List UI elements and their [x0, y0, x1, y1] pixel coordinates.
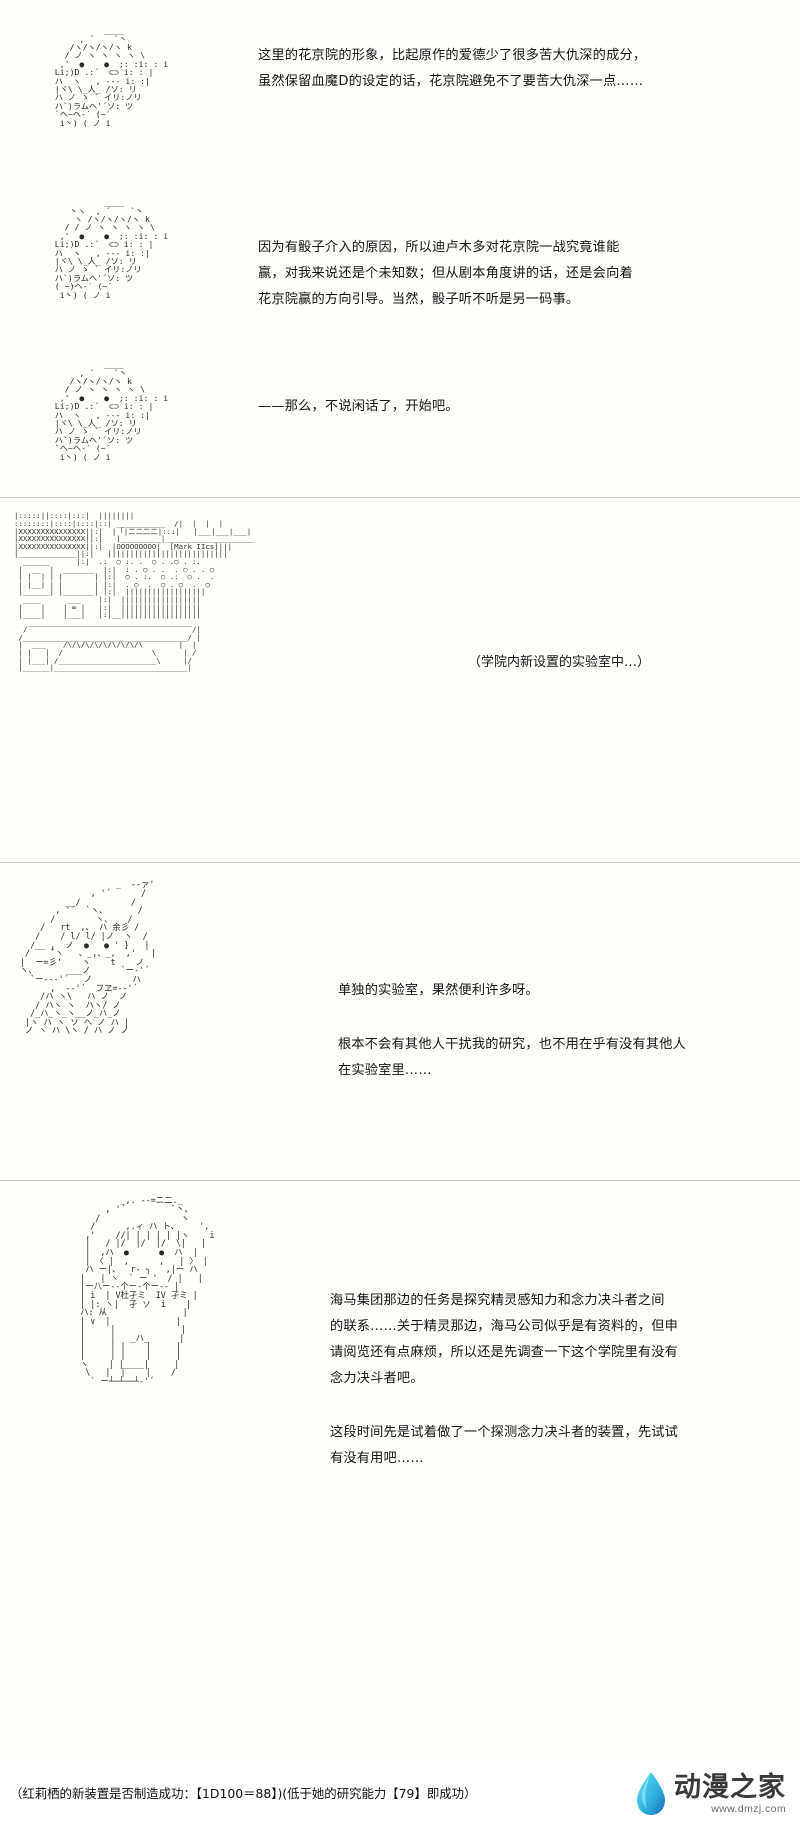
dialogue-line: 根本不会有其他人干扰我的研究，也不用在乎有没有其他人 — [338, 1037, 687, 1052]
dialogue-line: ——那么，不说闲话了，开始吧。 — [258, 399, 459, 414]
panel-3: ____ , ´ `丶 /ヽ/ヽ/ヽ/ヽ k / ノ ヽ ヽ ヽ ヽ \ ,' … — [0, 352, 800, 492]
logo-brand-name: 动漫之家 — [674, 1771, 786, 1803]
logo-text-wrap: 动漫之家 www.dmzj.com — [674, 1774, 786, 1815]
dialogue-line: 花京院赢的方向引导。当然，骰子听不听是另一码事。 — [258, 292, 580, 307]
dialogue-block-2: 因为有骰子介入的原因，所以迪卢木多对花京院一战究竟谁能 赢，对我来说还是个未知数… — [258, 235, 633, 313]
dialogue-block-1: 这里的花京院的形象，比起原作的爱德少了很多苦大仇深的成分， 虽然保留血魔D的设定… — [258, 43, 646, 95]
footer-bar: （红莉栖的新装置是否制造成功：【1D100＝88】)(低于她的研究能力【79】即… — [0, 1757, 800, 1837]
scene-caption: （学院内新设置的实验室中…） — [468, 655, 651, 670]
dialogue-line: 虽然保留血魔D的设定的话，花京院避免不了要苦大仇深一点…… — [258, 74, 644, 89]
dialogue-block-5a: 单独的实验室，果然便利许多呀。 — [338, 978, 539, 1004]
ascii-art-laboratory: |:::::||::::|:::| |||||||| ::::::::|::::… — [14, 511, 255, 673]
dialogue-line: 念力决斗者吧。 — [330, 1371, 424, 1386]
dialogue-line: 这里的花京院的形象，比起原作的爱德少了很多苦大仇深的成分， — [258, 48, 647, 63]
panel-2: ____ 丶ヽ , ´ `丶 ヽ /ヽ/ヽ/ヽ/ヽ k / / ノ ヽ ヽ ヽ … — [0, 190, 800, 340]
ascii-art-kakyoin-2: ____ 丶ヽ , ´ `丶 ヽ /ヽ/ヽ/ヽ/ヽ k / / ノ ヽ ヽ ヽ … — [54, 197, 169, 300]
dice-roll-caption: （红莉栖的新装置是否制造成功：【1D100＝88】)(低于她的研究能力【79】即… — [10, 1786, 477, 1801]
dialogue-block-3: ——那么，不说闲话了，开始吧。 — [258, 394, 459, 420]
ascii-art-kakyoin-3: ____ , ´ `丶 /ヽ/ヽ/ヽ/ヽ k / ノ ヽ ヽ ヽ ヽ \ ,' … — [54, 359, 169, 462]
panel-divider-1 — [0, 497, 800, 498]
dialogue-line: 有没有用吧…… — [330, 1451, 424, 1466]
dialogue-line: 赢，对我来说还是个未知数；但从剧本角度讲的话，还是会向着 — [258, 266, 633, 281]
ascii-art-kurisu-standing: _,. -‐=ニ二._ , '´ `丶、 / ヽ / ,.ィ ハ ト、 ', ,… — [80, 1195, 215, 1386]
dialogue-line: 单独的实验室，果然便利许多呀。 — [338, 983, 539, 998]
logo-url: www.dmzj.com — [711, 1802, 786, 1815]
site-logo[interactable]: 动漫之家 www.dmzj.com — [634, 1771, 786, 1817]
dialogue-line: 海马集团那边的任务是探究精灵感知力和念力决斗者之间 — [330, 1293, 665, 1308]
dialogue-line: 在实验室里…… — [338, 1063, 432, 1078]
dialogue-line: 的联系……关于精灵那边，海马公司似乎是有资料的，但申 — [330, 1319, 679, 1334]
panel-5: _ -‐ァ' , '´ / __/ / , '´ `ヽ、 / / ヽ、 / / … — [0, 872, 800, 1172]
dialogue-block-6a: 海马集团那边的任务是探究精灵感知力和念力决斗者之间 的联系……关于精灵那边，海马… — [330, 1288, 678, 1392]
dialogue-line: 因为有骰子介入的原因，所以迪卢木多对花京院一战究竟谁能 — [258, 240, 620, 255]
panel-divider-2 — [0, 862, 800, 863]
water-drop-icon — [634, 1771, 668, 1817]
dialogue-line: 这段时间先是试着做了一个探测念力决斗者的装置，先试试 — [330, 1425, 679, 1440]
panel-6: _,. -‐=ニ二._ , '´ `丶、 / ヽ / ,.ィ ハ ト、 ', ,… — [0, 1188, 800, 1748]
panel-1: ____ , ´ `丶 /ヽ/ヽ/ヽ/ヽ k / ノ ヽ ヽ ヽ ヽ \ ,' … — [0, 18, 800, 168]
ascii-art-kurisu-lying: _ -‐ァ' , '´ / __/ / , '´ `ヽ、 / / ヽ、 / / … — [20, 879, 157, 1036]
panel-divider-3 — [0, 1180, 800, 1181]
panel-4-lab-scene: |:::::||::::|:::| |||||||| ::::::::|::::… — [0, 505, 800, 845]
ascii-art-kakyoin-1: ____ , ´ `丶 /ヽ/ヽ/ヽ/ヽ k / ノ ヽ ヽ ヽ ヽ \ ,' … — [54, 25, 169, 128]
dialogue-block-5b: 根本不会有其他人干扰我的研究，也不用在乎有没有其他人 在实验室里…… — [338, 1032, 686, 1084]
dialogue-block-6b: 这段时间先是试着做了一个探测念力决斗者的装置，先试试 有没有用吧…… — [330, 1420, 678, 1472]
dialogue-line: 请阅览还有点麻烦，所以还是先调查一下这个学院里有没有 — [330, 1345, 679, 1360]
